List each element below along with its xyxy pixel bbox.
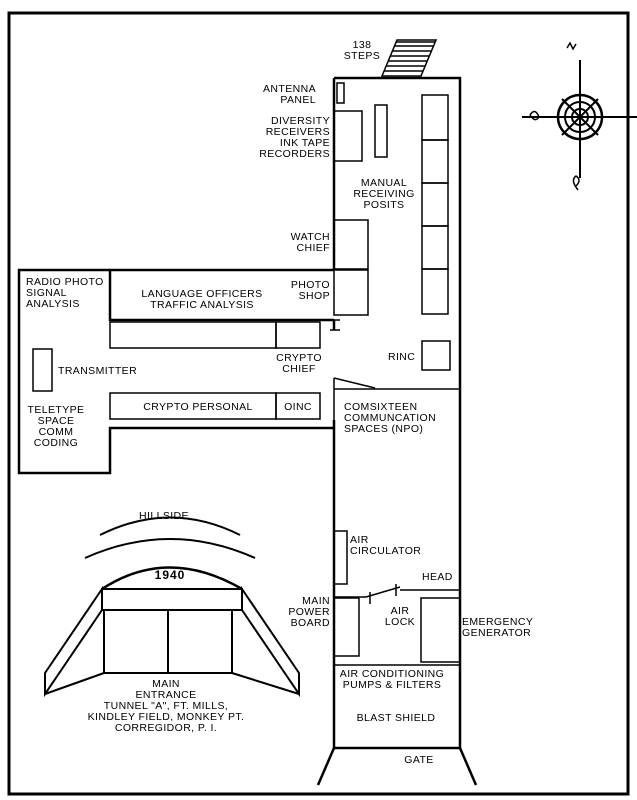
photo-shop-box (333, 269, 369, 316)
label-main-entrance-4: CORREGIDOR, P. I. (115, 722, 217, 734)
label-teletype-3: CODING (34, 437, 78, 449)
label-photo-shop-1: SHOP (299, 290, 330, 302)
label-main-entrance-3: KINDLEY FIELD, MONKEY PT. (88, 711, 245, 723)
transmitter-box (32, 348, 53, 392)
label-oinc: OINC (284, 401, 312, 413)
compass-rose-icon (522, 41, 637, 191)
label-crypto-chief-0: CRYPTO (276, 352, 322, 364)
label-watch-chief-1: CHIEF (297, 242, 331, 254)
label-comsixteen-2: SPACES (NPO) (344, 423, 423, 435)
diversity-receivers-box (333, 110, 363, 162)
label-gate: GATE (404, 754, 433, 766)
label-crypto-chief-1: CHIEF (282, 363, 316, 375)
label-antenna-panel-1: PANEL (280, 94, 316, 106)
air-circulator-box (333, 530, 348, 585)
label-comsixteen-0: COMSIXTEEN (344, 401, 417, 413)
label-radio-photo-1: SIGNAL (26, 287, 67, 299)
label-diversity-receivers-0: DIVERSITY (271, 115, 330, 127)
left-wing-walls (17, 268, 334, 475)
page-frame (7, 11, 630, 796)
label-comsixteen-1: COMMUNCATION (344, 412, 436, 424)
label-rinc: RINC (388, 351, 415, 363)
manual-receiving-positions (421, 94, 449, 315)
label-language-officers-0: LANGUAGE OFFICERS (141, 288, 262, 300)
label-emergency-generator-0: EMERGENCY (462, 616, 533, 628)
main-power-box (333, 597, 360, 657)
watch-chief-box (333, 219, 369, 270)
crypto-bench (109, 321, 277, 349)
door-marks (330, 319, 460, 666)
label-main-entrance-2: TUNNEL "A", FT. MILLS, (104, 700, 228, 712)
label-teletype-1: SPACE (38, 415, 75, 427)
label-diversity-receivers-2: INK TAPE (280, 137, 330, 149)
main-entrance-drawing (44, 516, 300, 698)
label-main-entrance-1: ENTRANCE (136, 689, 197, 701)
label-head: HEAD (422, 571, 453, 583)
label-air-lock-1: LOCK (385, 616, 415, 628)
label-transmitter: TRANSMITTER (58, 365, 137, 377)
label-antenna-panel-0: ANTENNA (263, 83, 316, 95)
label-blast-shield: BLAST SHIELD (357, 712, 436, 724)
label-steps-1: STEPS (344, 50, 380, 62)
label-diversity-receivers-1: RECEIVERS (266, 126, 330, 138)
label-air-conditioning-1: PUMPS & FILTERS (343, 679, 442, 691)
label-main-power-1: POWER (288, 606, 330, 618)
antenna-panel-box (336, 82, 345, 104)
label-air-circulator-1: CIRCULATOR (350, 545, 421, 557)
label-hillside: HILLSIDE (139, 510, 189, 522)
oinc-box (275, 392, 321, 420)
label-teletype-0: TELETYPE (28, 404, 85, 416)
label-steps-0: 138 (353, 39, 372, 51)
label-language-officers-1: TRAFFIC ANALYSIS (150, 299, 254, 311)
rinc-box (421, 340, 451, 371)
receiver-rack (374, 104, 388, 158)
label-year: 1940 (155, 568, 186, 582)
emergency-generator-box (420, 597, 461, 663)
label-teletype-2: COMM (39, 426, 74, 438)
label-radio-photo-0: RADIO PHOTO (26, 276, 104, 288)
crypto-chief-box (275, 321, 321, 349)
label-photo-shop-0: PHOTO (291, 279, 330, 291)
label-crypto-personal: CRYPTO PERSONAL (143, 401, 252, 413)
label-main-power-2: BOARD (291, 617, 330, 629)
label-air-circulator-0: AIR (350, 534, 369, 546)
label-air-lock-0: AIR (391, 605, 410, 617)
label-main-power-0: MAIN (302, 595, 330, 607)
gate-splay (316, 747, 478, 786)
label-diversity-receivers-3: RECORDERS (259, 148, 330, 160)
label-manual-receiving-0: MANUAL (361, 177, 407, 189)
label-radio-photo-2: ANALYSIS (26, 298, 80, 310)
label-air-conditioning-0: AIR CONDITIONING (340, 668, 444, 680)
label-emergency-generator-1: GENERATOR (462, 627, 531, 639)
label-main-entrance-0: MAIN (152, 678, 180, 690)
steps-stairway (380, 39, 438, 77)
label-manual-receiving-2: POSITS (364, 199, 405, 211)
label-manual-receiving-1: RECEIVING (353, 188, 414, 200)
label-watch-chief-0: WATCH (291, 231, 330, 243)
